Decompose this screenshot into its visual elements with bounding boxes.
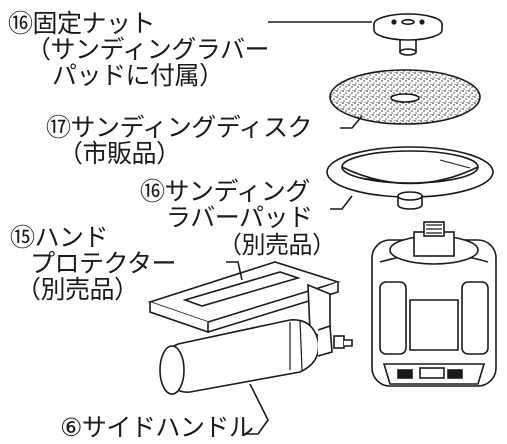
leader-protector: [226, 261, 243, 281]
label-lock-nut-note-1: （サンディングラバー: [26, 35, 270, 64]
leader-lines: [226, 21, 372, 435]
rubber-pad-part: [326, 146, 494, 210]
leader-disc: [340, 115, 363, 129]
leader-pad: [330, 195, 353, 210]
label-sanding-disc-note: （市販品）: [58, 139, 181, 168]
label-rubber-pad: ⑯サンディング: [140, 177, 310, 206]
label-hand-protector: ⑮ハンド: [10, 223, 109, 252]
label-lock-nut-note-2: パッドに付属）: [52, 61, 224, 90]
side-handle-part: [159, 319, 333, 395]
label-lock-nut: ⑯固定ナット: [8, 9, 156, 38]
lock-nut-part: [373, 13, 443, 56]
label-hand-protector-note: （別売品）: [16, 275, 139, 304]
grinder-head-part: [371, 221, 497, 387]
sanding-disc-part: [329, 69, 481, 125]
leader-side-handle: [246, 383, 269, 435]
hand-protector-part: [147, 261, 353, 349]
label-rubber-pad-2: ラバーパッド: [166, 203, 313, 232]
label-hand-protector-2: プロテクター: [30, 249, 177, 278]
label-side-handle: ⑥サイドハンドル: [60, 413, 254, 442]
label-rubber-pad-note: （別売品）: [218, 231, 336, 259]
label-sanding-disc: ⑰サンディングディスク: [46, 113, 313, 142]
